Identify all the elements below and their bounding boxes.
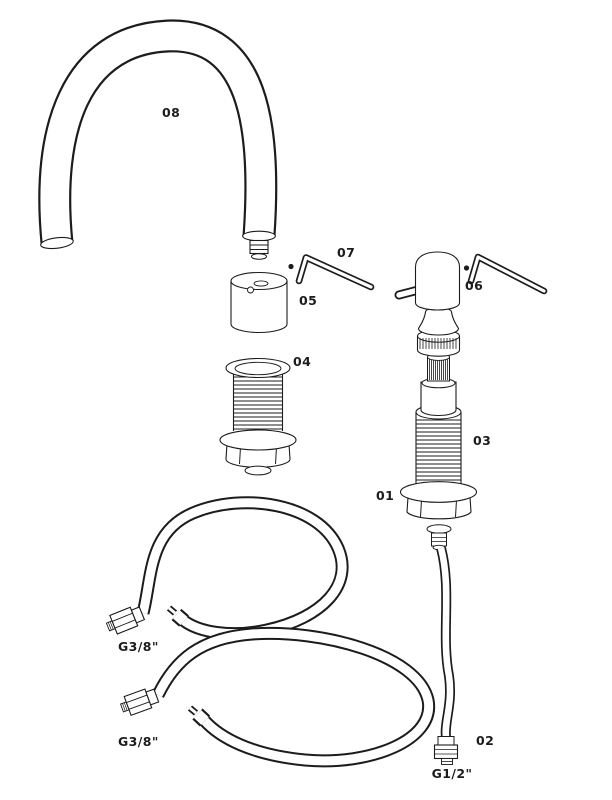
- valve-body-assembly: [394, 251, 478, 551]
- outlet-nipple: [431, 532, 447, 547]
- allen-key-07: [295, 254, 375, 291]
- part-label-07: 07: [337, 245, 355, 260]
- spout-outlet-cap: [242, 230, 276, 242]
- spout-part: [38, 19, 278, 250]
- spout-base-part: [230, 271, 288, 334]
- grub-screw-06: [463, 265, 470, 271]
- part-label-06: 06: [465, 278, 483, 293]
- set-screw-hole: [247, 286, 254, 294]
- part-label-02: 02: [476, 733, 494, 748]
- hose-b-fitting: [119, 688, 160, 717]
- shank-part: [219, 357, 297, 476]
- valve-threads: [416, 419, 461, 485]
- braided-hose-a: [136, 496, 349, 641]
- thread-label-g38-b: G3/8": [118, 734, 159, 749]
- shank-flange: [219, 429, 297, 451]
- part-labels: 08 07 05 06 04 03 01 02 G3/8" G3/8" G1/2…: [118, 105, 494, 781]
- supply-hose-02: [436, 546, 455, 738]
- valve-locknut: [406, 496, 472, 520]
- cartridge-body: [420, 381, 457, 417]
- spout-end-cap: [40, 236, 74, 250]
- part-label-08: 08: [162, 105, 180, 120]
- thread-label-g12: G1/2": [432, 766, 473, 781]
- spout-connector: [249, 239, 269, 260]
- hose-02-fitting: [433, 736, 459, 765]
- part-label-01: 01: [376, 488, 394, 503]
- body-flange: [399, 481, 478, 503]
- part-label-04: 04: [293, 354, 311, 369]
- braided-hose-b: [152, 626, 436, 768]
- grub-screw-07: [288, 263, 294, 270]
- thread-label-g38-a: G3/8": [118, 639, 159, 654]
- allen-key-06: [467, 253, 548, 295]
- handle-dome: [414, 251, 461, 311]
- part-label-05: 05: [299, 293, 317, 308]
- part-label-03: 03: [473, 433, 491, 448]
- bell-cap: [417, 307, 460, 336]
- hose-a-fitting: [105, 606, 146, 635]
